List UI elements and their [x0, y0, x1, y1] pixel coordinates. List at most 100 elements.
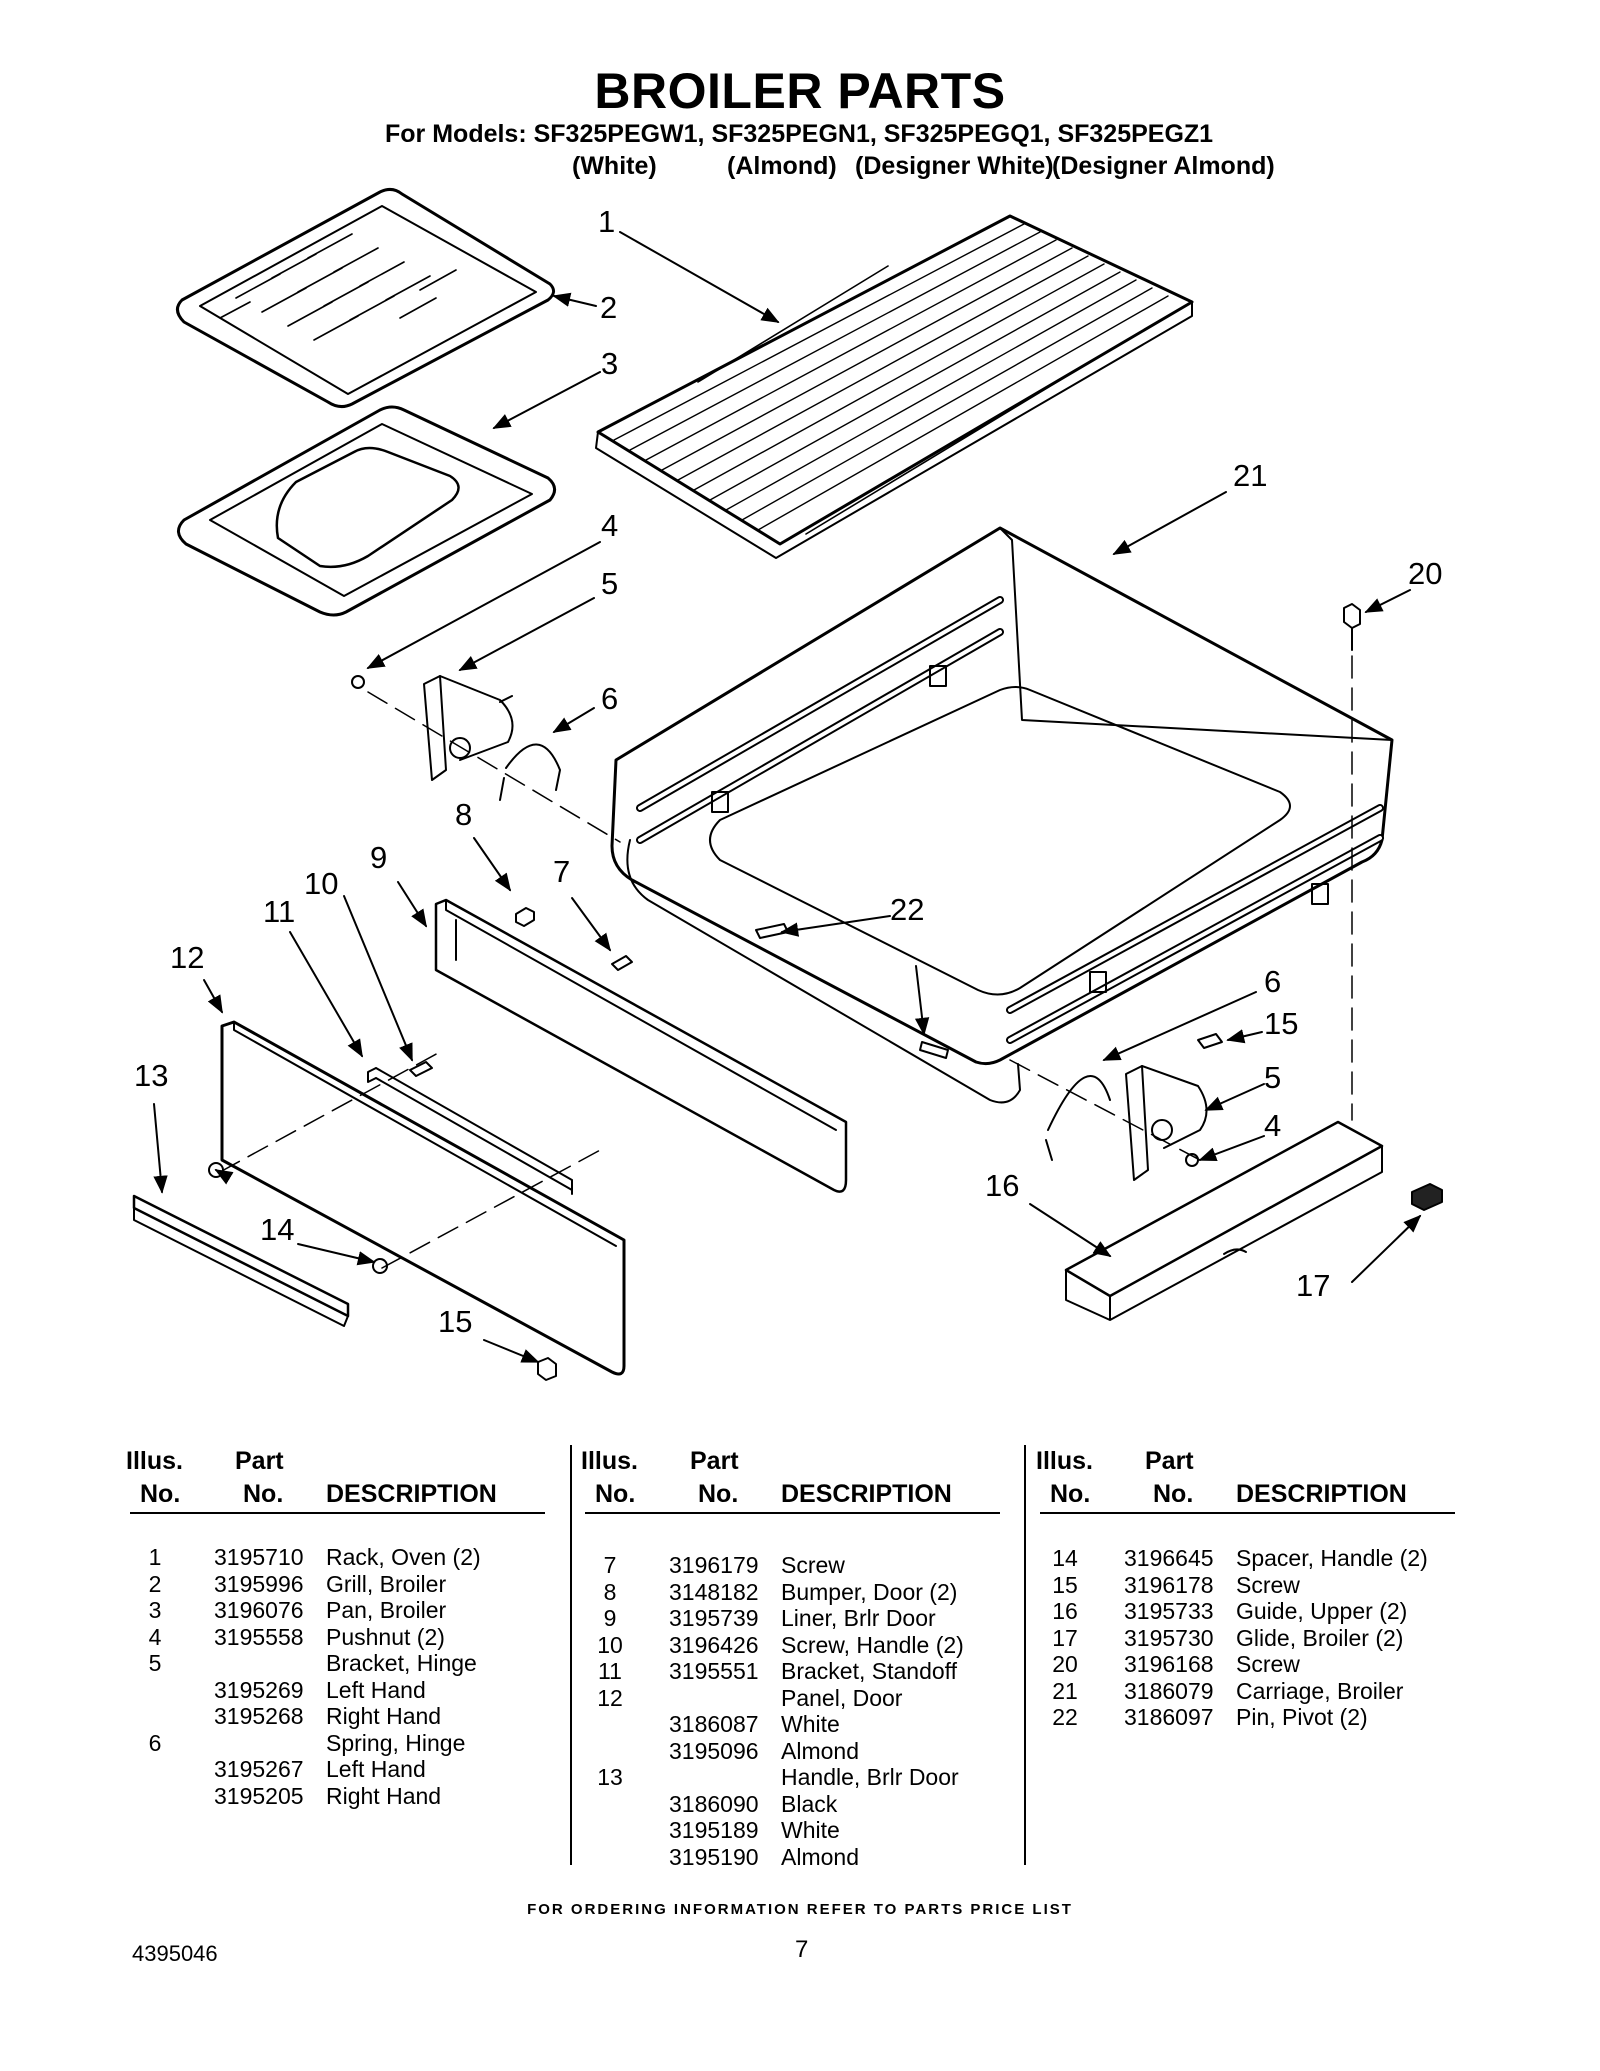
cell-part-no: 3186079	[1124, 1677, 1214, 1704]
cell-part-no: 3196168	[1124, 1651, 1214, 1677]
cell-description: Left Hand	[326, 1756, 426, 1782]
cell-part-no: 3186097	[1124, 1704, 1214, 1730]
cell-part-no: 3195268	[214, 1703, 304, 1729]
header-rule	[1040, 1512, 1455, 1514]
callout-5: 5	[601, 566, 618, 601]
callout-22: 22	[890, 892, 924, 927]
models-line: For Models: SF325PEGW1, SF325PEGN1, SF32…	[385, 120, 1214, 148]
callout-16: 16	[985, 1168, 1019, 1203]
cell-illus-no: 17	[1052, 1624, 1078, 1651]
header-part: Part	[1145, 1447, 1194, 1475]
exploded-parts-diagram: 1 2 3 21 4 20 5 6 8 9 7 10 11 22 12 6 15…	[132, 187, 1443, 1381]
column-divider	[570, 1445, 572, 1865]
cell-description: Right Hand	[326, 1782, 442, 1809]
cell-illus-no: 5	[148, 1650, 162, 1676]
cell-description: Right Hand	[326, 1703, 442, 1729]
cell-description: Liner, Brlr Door	[781, 1605, 936, 1631]
cell-part-no: 3195269	[214, 1676, 304, 1703]
header-part: Part	[235, 1447, 284, 1475]
header-description: DESCRIPTION	[326, 1480, 497, 1508]
cell-illus-no: 14	[1052, 1545, 1078, 1571]
door-panel-drawing	[220, 1020, 626, 1376]
cell-description: Grill, Broiler	[326, 1570, 447, 1597]
callout-15-bottom: 15	[438, 1304, 472, 1339]
cell-description: Guide, Upper (2)	[1236, 1598, 1408, 1624]
header-illus-no: No.	[140, 1480, 181, 1508]
cell-part-no: 3195558	[214, 1623, 304, 1650]
pivot-pin-lower-drawing	[919, 1041, 949, 1059]
right-hinge-screw-drawing	[1197, 1033, 1223, 1049]
cell-part-no: 3195739	[669, 1605, 759, 1631]
callout-15-right: 15	[1264, 1006, 1298, 1041]
cell-description: Pushnut (2)	[326, 1623, 445, 1650]
cell-illus-no: 9	[603, 1605, 617, 1631]
upper-guide-drawing	[1064, 1120, 1384, 1321]
cell-description: Carriage, Broiler	[1236, 1677, 1404, 1704]
right-pushnut-drawing	[1185, 1153, 1199, 1167]
cell-description: Rack, Oven (2)	[326, 1544, 481, 1570]
cell-illus-no: 6	[148, 1729, 162, 1756]
cell-illus-no: 22	[1052, 1704, 1078, 1730]
page-number: 7	[795, 1936, 809, 1963]
cell-illus-no: 3	[148, 1597, 162, 1623]
cell-part-no: 3195996	[214, 1570, 304, 1597]
header-illus-no: No.	[1050, 1480, 1091, 1508]
callout-8: 8	[455, 797, 472, 832]
leader-arrows	[153, 231, 1422, 1363]
cell-illus-no: 2	[148, 1570, 162, 1597]
callout-10: 10	[304, 866, 338, 901]
carriage-screw-drawing	[1343, 603, 1361, 1121]
header-rule	[130, 1512, 545, 1514]
callout-9: 9	[370, 840, 387, 875]
cell-description: Left Hand	[326, 1676, 426, 1703]
color-label-designer-almond: (Designer Almond)	[1052, 152, 1275, 180]
cell-part-no: 3195189	[669, 1817, 759, 1843]
header-illus: Illus.	[126, 1447, 183, 1475]
cell-description: Panel, Door	[781, 1684, 903, 1711]
broiler-glide-drawing	[1411, 1183, 1443, 1211]
callout-17: 17	[1296, 1268, 1330, 1303]
callout-numbers: 1 2 3 21 4 20 5 6 8 9 7 10 11 22 12 6 15…	[134, 204, 1442, 1339]
callout-11: 11	[263, 894, 295, 929]
cell-illus-no: 13	[597, 1764, 623, 1790]
cell-illus-no: 21	[1052, 1677, 1078, 1704]
cell-description: Bracket, Standoff	[781, 1658, 958, 1684]
cell-description: Pin, Pivot (2)	[1236, 1704, 1368, 1730]
callout-5-right: 5	[1264, 1060, 1281, 1095]
oven-rack-drawing	[595, 214, 1194, 559]
right-hinge-spring-drawing	[1045, 1075, 1111, 1161]
cell-part-no: 3148182	[669, 1578, 759, 1605]
cell-part-no: 3195551	[669, 1658, 759, 1684]
cell-part-no: 3196076	[214, 1597, 304, 1623]
broiler-carriage-drawing	[610, 526, 1394, 1104]
callout-12: 12	[170, 940, 204, 975]
color-label-designer-white: (Designer White)	[855, 152, 1054, 180]
callout-7: 7	[553, 854, 570, 889]
header-rule	[585, 1512, 1000, 1514]
color-label-white: (White)	[572, 152, 657, 180]
handle-screw-drawing	[409, 1061, 433, 1077]
cell-part-no: 3195267	[214, 1756, 304, 1782]
callout-20: 20	[1408, 556, 1442, 591]
cell-description: Black	[781, 1790, 838, 1817]
cell-description: Spacer, Handle (2)	[1236, 1545, 1428, 1571]
cell-description: Screw	[1236, 1571, 1300, 1598]
cell-illus-no: 4	[148, 1623, 162, 1650]
header-illus: Illus.	[1036, 1447, 1093, 1475]
cell-description: Handle, Brlr Door	[781, 1764, 959, 1790]
cell-part-no: 3186090	[669, 1790, 759, 1817]
door-bumper-drawing	[515, 907, 535, 927]
cell-description: Screw	[781, 1552, 845, 1578]
header-description: DESCRIPTION	[781, 1480, 952, 1508]
page-title: BROILER PARTS	[594, 63, 1006, 119]
header-part-no: No.	[243, 1480, 284, 1508]
cell-illus-no: 8	[603, 1578, 617, 1605]
door-liner-drawing	[434, 898, 848, 1193]
header-illus-no: No.	[595, 1480, 636, 1508]
cell-illus-no: 11	[598, 1658, 622, 1684]
callout-14: 14	[260, 1212, 294, 1247]
broiler-pan-drawing	[177, 405, 556, 617]
callout-6: 6	[601, 681, 618, 716]
cell-description: Bracket, Hinge	[326, 1650, 477, 1676]
door-handle-drawing	[132, 1194, 350, 1327]
